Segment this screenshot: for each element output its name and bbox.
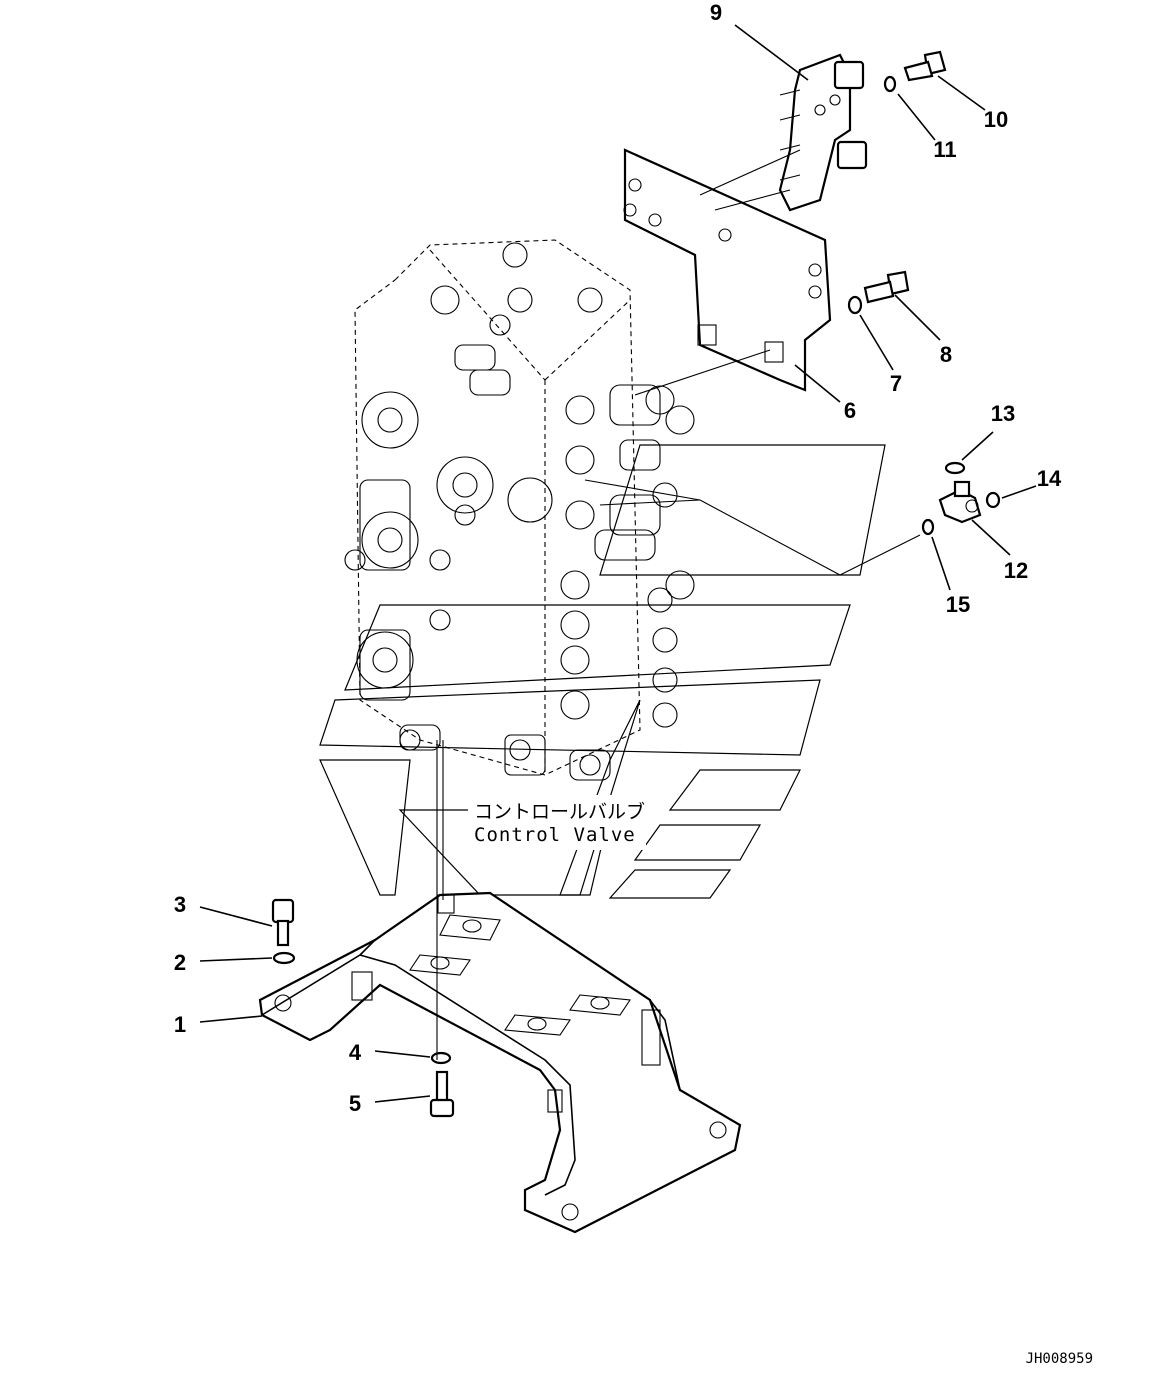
seal-15: [921, 518, 935, 536]
reference-lines: [436, 149, 921, 1060]
leader-lines: [199, 24, 1037, 1103]
bracket-9: [778, 53, 868, 212]
callout-6: 6: [844, 398, 856, 423]
callout-9: 9: [710, 0, 722, 25]
washer-2: [272, 951, 296, 965]
bolt-5: [429, 1070, 455, 1118]
control-valve: [344, 239, 695, 781]
callout-5: 5: [349, 1091, 361, 1116]
callout-3: 3: [174, 892, 186, 917]
callout-labels: 1 2 3 4 5 6 7 8 9 10 11 12 13 14 15: [174, 0, 1062, 1116]
washer-11: [883, 75, 897, 93]
fitting-12: [938, 480, 982, 524]
callout-12: 12: [1004, 558, 1028, 583]
callout-11: 11: [933, 137, 956, 162]
bolt-10: [903, 50, 947, 82]
base-bracket-1: [258, 891, 742, 1234]
callout-8: 8: [940, 342, 952, 367]
bolt-3: [271, 898, 295, 947]
component-label-english: Control Valve: [474, 824, 636, 846]
callout-15: 15: [946, 592, 970, 617]
callout-14: 14: [1037, 466, 1062, 491]
bolt-8: [863, 270, 910, 304]
callout-2: 2: [174, 950, 186, 975]
plate-6: [623, 148, 832, 392]
component-label-japanese: コントロールバルブ: [474, 800, 645, 823]
callout-7: 7: [890, 371, 902, 396]
callout-13: 13: [991, 401, 1015, 426]
washer-4: [430, 1051, 452, 1065]
callout-4: 4: [349, 1040, 362, 1065]
washer-7: [847, 295, 863, 315]
seal-14: [985, 491, 1001, 509]
callout-10: 10: [984, 107, 1008, 132]
drawing-id: JH008959: [1026, 1351, 1093, 1367]
seal-13: [944, 461, 966, 475]
callout-1: 1: [174, 1012, 186, 1037]
